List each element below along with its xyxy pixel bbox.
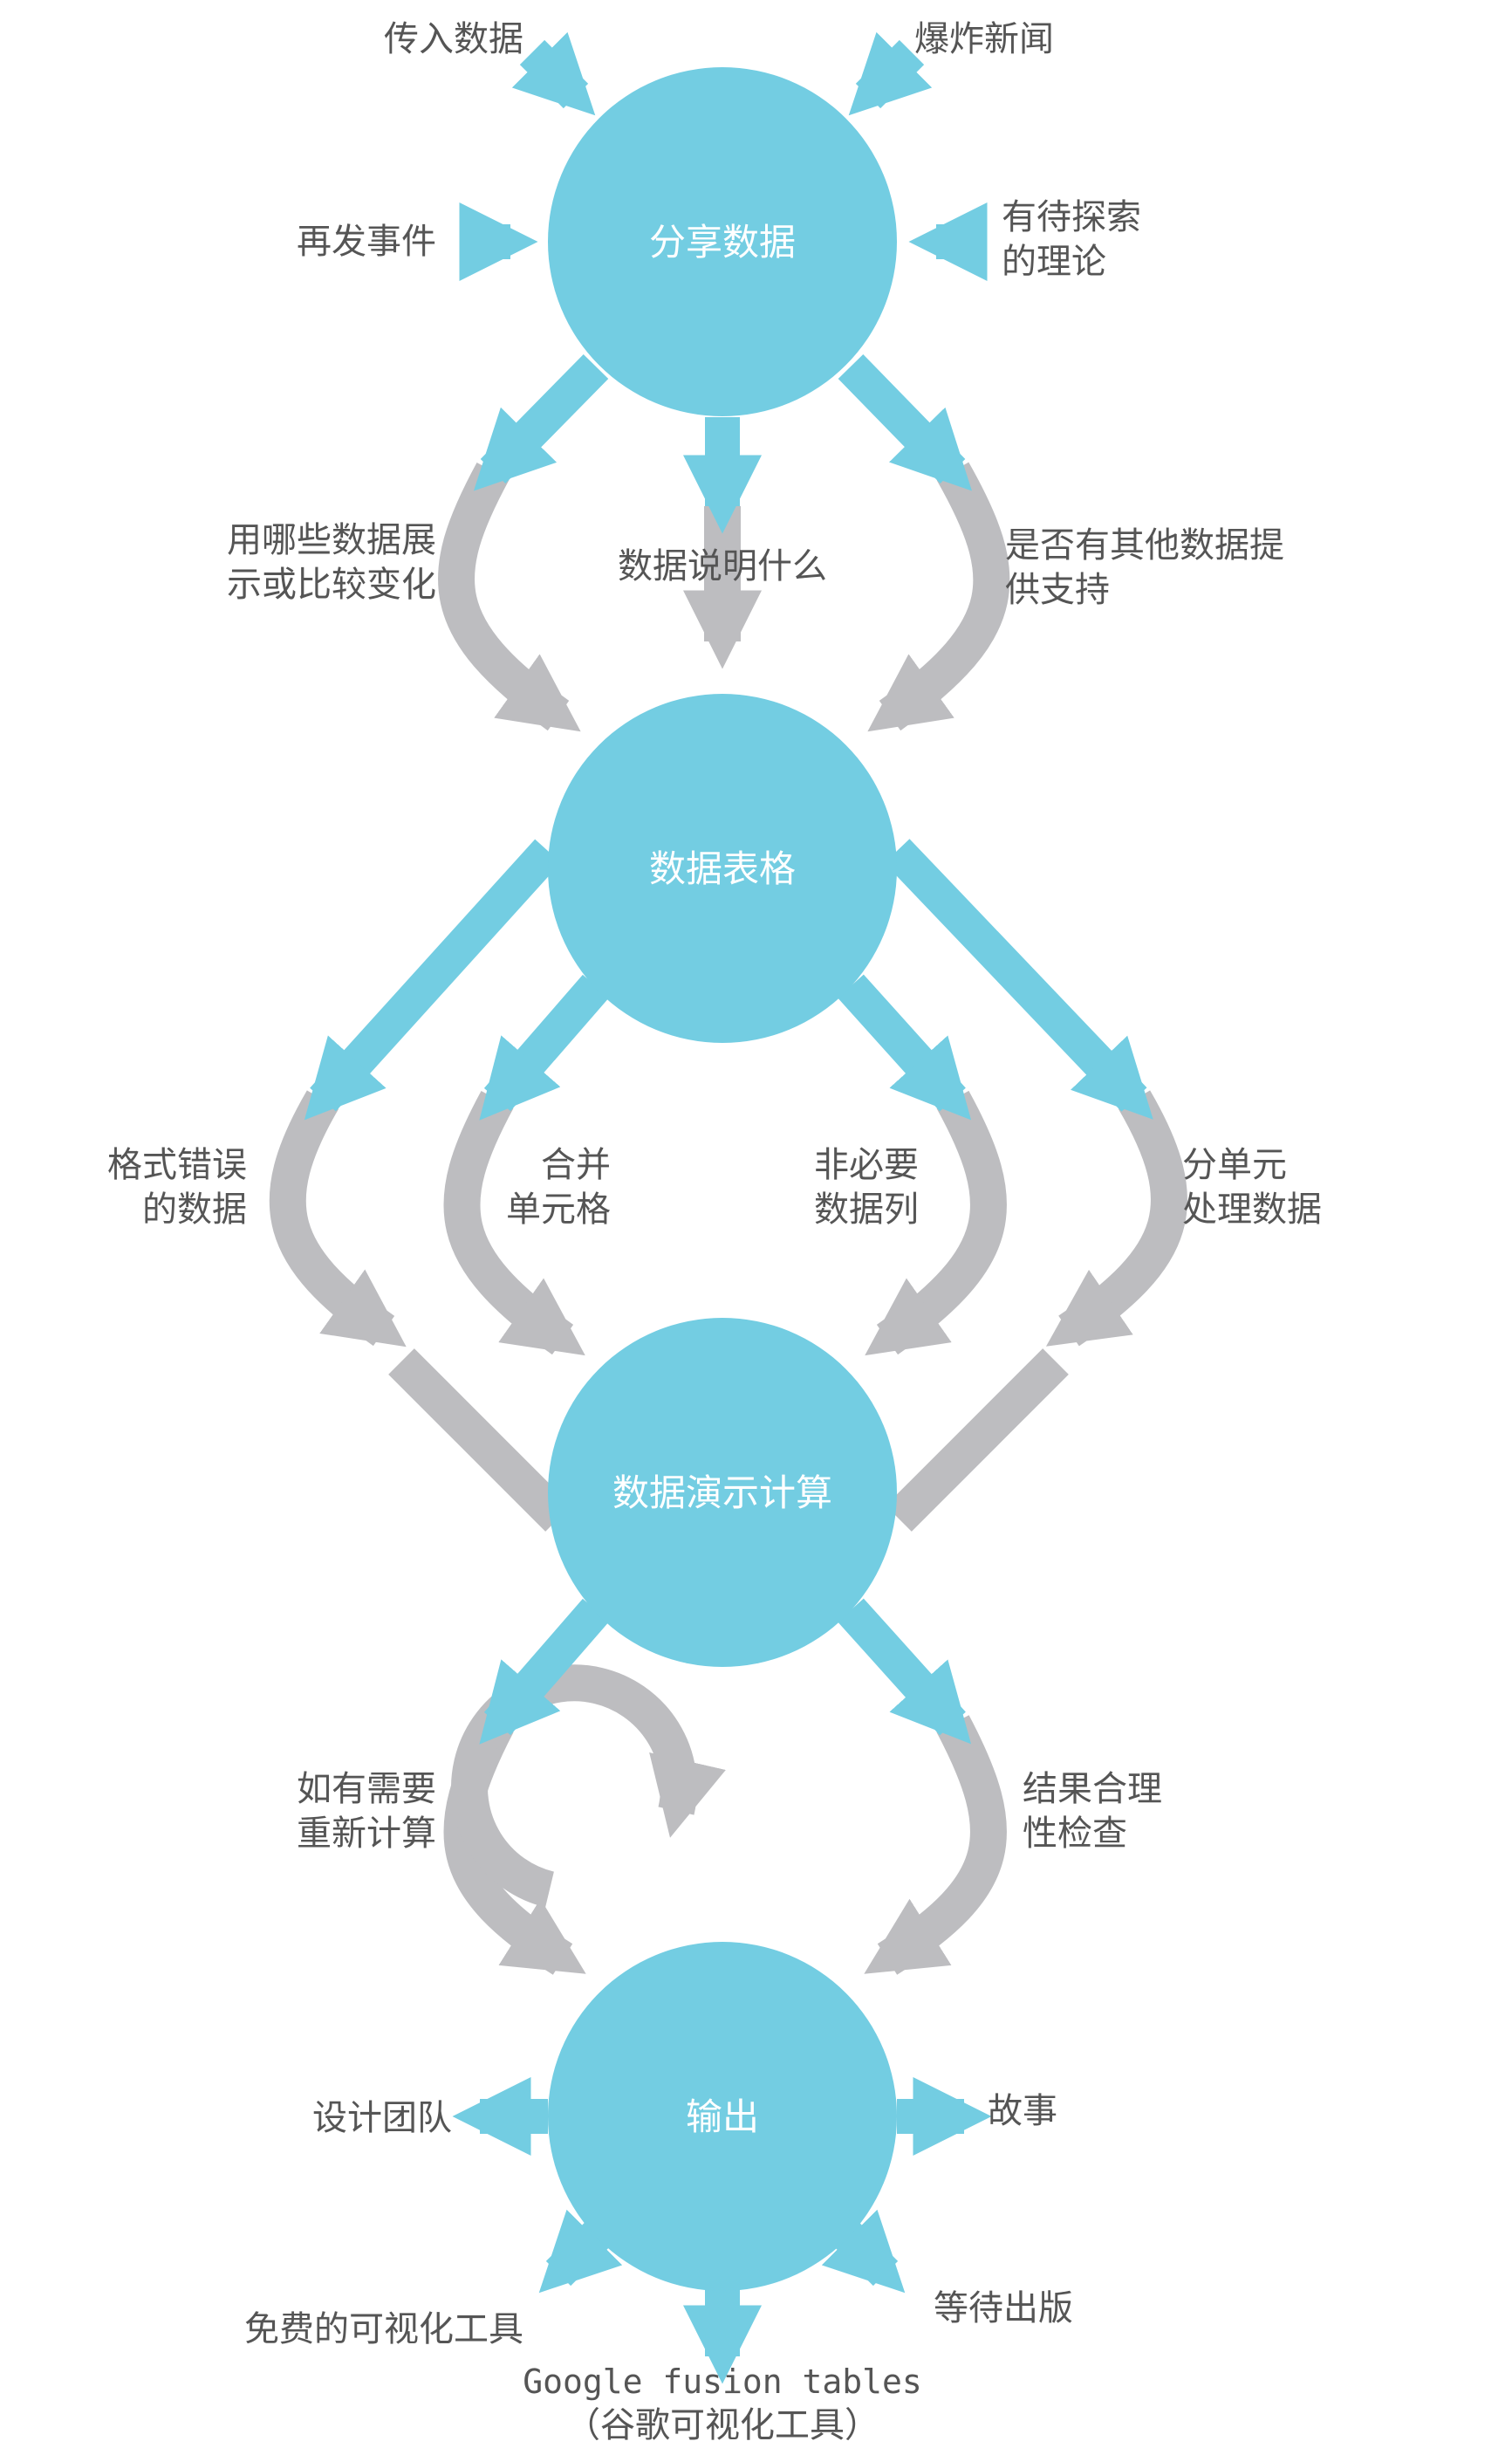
labels: 传入数据 爆炸新闻 再发事件 有待探索 的理论 用哪些数据展 示或比较变化 数据…: [107, 19, 1322, 2445]
label-incoming: 传入数据: [384, 19, 523, 59]
label-story: 故事: [988, 2091, 1057, 2131]
label-recalc-1: 如有需要: [297, 1769, 436, 1809]
label-unneeded-2: 数据列: [814, 1190, 919, 1230]
nodes: 分享数据 数据表格 数据演示计算 输出: [548, 67, 897, 2291]
gray-line-split-to-calc: [886, 1348, 1069, 1532]
label-sanity-2: 性检查: [1023, 1814, 1127, 1854]
label-breaking: 爆炸新闻: [914, 19, 1054, 59]
blue-arrow-share-right: [838, 354, 972, 491]
node-share: 分享数据: [548, 67, 897, 416]
blue-arrow-incoming: [511, 31, 596, 116]
gray-arrow-sanity: [864, 1715, 1007, 1975]
node-output-label: 输出: [686, 2095, 759, 2138]
blue-arrow-table-unneeded: [838, 974, 972, 1121]
label-fusion-1: Google fusion tables: [523, 2362, 922, 2401]
label-publish: 等待出版: [934, 2288, 1073, 2328]
label-sanity-1: 结果合理: [1023, 1769, 1162, 1809]
blue-arrow-calc-recalc: [479, 1598, 610, 1745]
label-fusion-2: （谷歌可视化工具）: [565, 2405, 879, 2445]
gray-arrow-compare: [438, 463, 581, 732]
node-calc-circle: [548, 1318, 897, 1667]
label-split-1: 分单元: [1182, 1145, 1287, 1185]
label-compare-1: 用哪些数据展: [227, 520, 436, 560]
label-format-2: 的数据: [142, 1190, 247, 1230]
gray-line-format-to-calc: [388, 1348, 571, 1532]
label-merge-2: 单元格: [506, 1190, 611, 1230]
blue-arrow-calc-sanity: [838, 1598, 972, 1745]
label-free-tools: 免费的可视化工具: [244, 2309, 523, 2349]
blue-arrow-table-split: [884, 839, 1153, 1120]
label-unneeded-1: 非必要: [814, 1145, 919, 1185]
label-compare-2: 示或比较变化: [227, 565, 436, 605]
label-support-1: 是否有其他数据提: [1005, 525, 1284, 566]
label-theory-1: 有待探索: [1002, 197, 1141, 237]
blue-arrows: [304, 31, 1153, 2384]
node-output-circle: [548, 1942, 897, 2291]
node-share-circle: [548, 67, 897, 416]
node-output: 输出: [548, 1942, 897, 2291]
blue-arrow-table-format: [304, 839, 561, 1121]
blue-arrow-breaking: [848, 31, 933, 116]
label-theory-2: 的理论: [1002, 242, 1106, 282]
label-merge-1: 合并: [541, 1145, 611, 1185]
label-format-1: 格式错误: [107, 1145, 247, 1185]
gray-arrow-merge: [443, 1091, 585, 1356]
label-design: 设计团队: [312, 2098, 452, 2138]
node-table-label: 数据表格: [649, 847, 796, 890]
node-table: 数据表格: [548, 694, 897, 1043]
label-support-2: 供支持: [1005, 570, 1110, 610]
gray-arrow-split: [1045, 1090, 1187, 1347]
gray-arrow-format: [269, 1090, 407, 1348]
node-table-circle: [548, 694, 897, 1043]
label-split-2: 处理数据: [1182, 1190, 1322, 1230]
blue-arrow-table-merge: [479, 974, 610, 1121]
node-calc-label: 数据演示计算: [612, 1471, 832, 1514]
label-recalc-2: 重新计算: [297, 1814, 436, 1854]
node-share-label: 分享数据: [649, 221, 796, 264]
gray-arrow-unneeded: [865, 1090, 1007, 1356]
label-recurring: 再发事件: [297, 222, 436, 262]
node-calc: 数据演示计算: [548, 1318, 897, 1667]
blue-arrow-share-left: [473, 353, 609, 491]
gray-arrows: [269, 462, 1187, 1975]
label-meaning: 数据说明什么: [618, 546, 827, 586]
gray-arrow-support: [867, 462, 1010, 732]
